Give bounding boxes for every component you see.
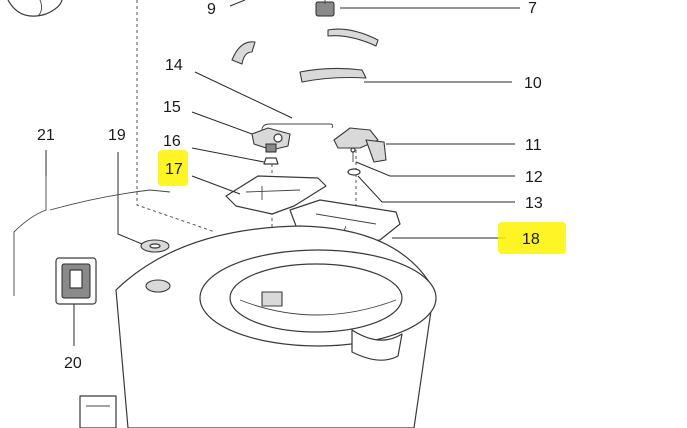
part-10	[299, 67, 367, 83]
callout-17: 17	[165, 161, 183, 178]
part-21	[13, 176, 171, 296]
callout-16: 16	[163, 133, 181, 150]
leader-15	[191, 111, 253, 135]
part-7	[315, 0, 335, 17]
part-19	[140, 239, 170, 253]
leader-14	[194, 71, 293, 119]
leader-12	[355, 161, 515, 177]
part-11	[333, 127, 387, 163]
part-12	[350, 147, 356, 162]
leader-19	[117, 152, 143, 245]
clip-part	[231, 41, 256, 65]
callout-21: 21	[37, 127, 55, 144]
callout-7: 7	[528, 0, 537, 17]
part-16	[263, 157, 279, 165]
callout-12: 12	[525, 169, 543, 186]
callout-20: 20	[64, 355, 82, 372]
bottom-bracket	[79, 395, 117, 428]
curved-rail-part	[327, 28, 379, 47]
part-15	[251, 127, 291, 153]
leader-9	[229, 0, 246, 7]
highlight-17	[158, 150, 188, 186]
cap-fragment-part	[7, 0, 63, 17]
callout-13: 13	[525, 195, 543, 212]
callout-18: 18	[522, 231, 540, 248]
part-20	[55, 257, 97, 305]
callout-14: 14	[165, 57, 183, 74]
part-17	[225, 175, 327, 215]
callout-15: 15	[163, 99, 181, 116]
callout-10: 10	[524, 75, 542, 92]
part-13	[347, 168, 361, 176]
housing-body	[115, 225, 437, 428]
callout-11: 11	[525, 137, 542, 154]
highlight-18	[498, 222, 566, 254]
callout-19: 19	[108, 127, 126, 144]
leader-13	[357, 175, 515, 203]
leader-17	[191, 175, 241, 195]
leader-16	[191, 147, 265, 163]
callout-9: 9	[207, 1, 216, 18]
